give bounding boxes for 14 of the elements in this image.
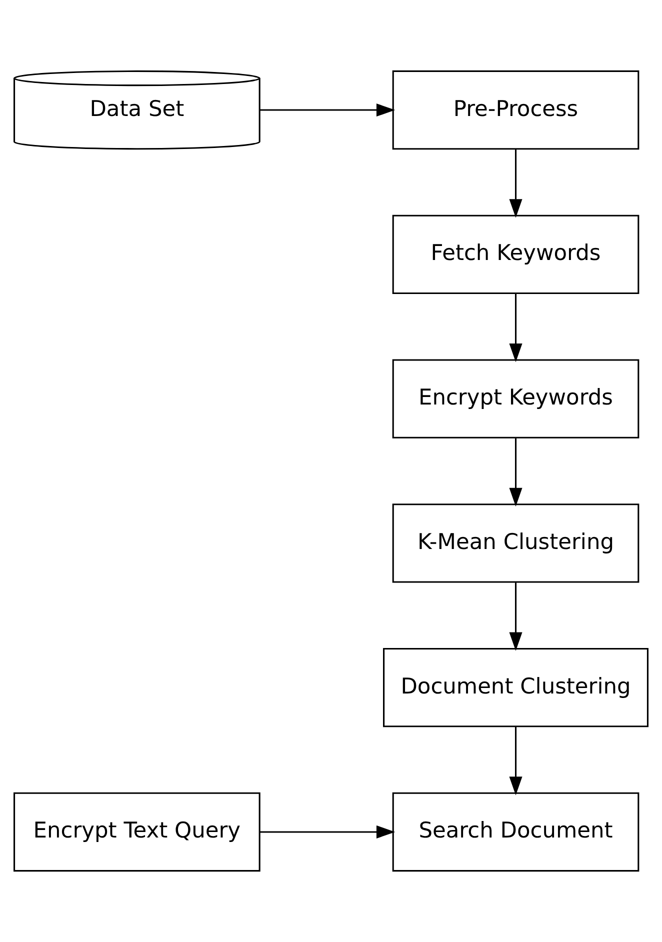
arrow xyxy=(509,149,522,218)
node-box: Encrypt Keywords xyxy=(392,359,640,438)
node-box: Encrypt Text Query xyxy=(14,792,260,872)
arrow xyxy=(509,294,522,362)
arrow xyxy=(260,825,396,838)
arrow xyxy=(509,727,522,796)
arrow xyxy=(509,582,522,651)
node-box: Pre-Process xyxy=(392,70,640,150)
arrow xyxy=(260,104,396,117)
arrow xyxy=(509,438,522,507)
node-box: Document Clustering xyxy=(383,648,648,728)
node-box: K-Mean Clustering xyxy=(392,504,640,583)
node-box: Fetch Keywords xyxy=(392,214,640,294)
node-box: Search Document xyxy=(392,792,640,872)
